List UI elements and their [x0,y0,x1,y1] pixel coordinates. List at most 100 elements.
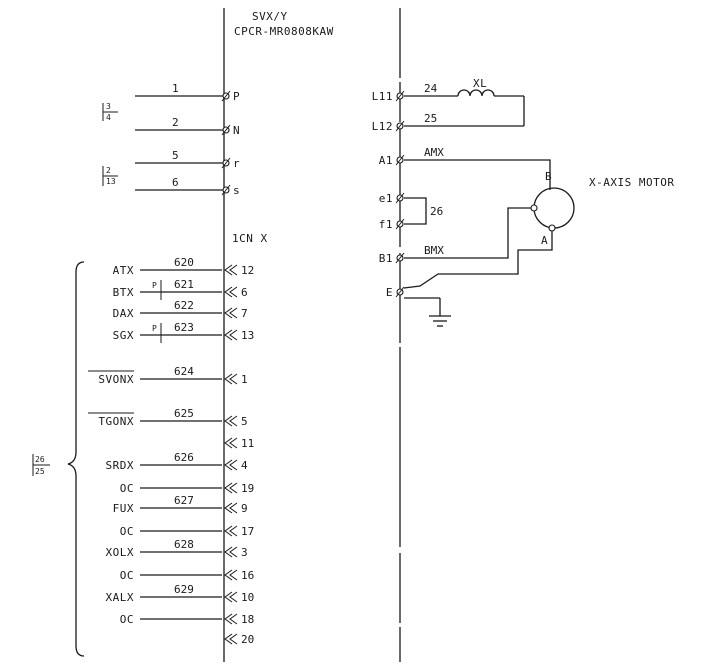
ref-mark-top-upper: 3 [106,102,111,111]
terminal-slash [395,192,405,204]
input-wire-number: 2 [172,116,179,129]
motor-label: X-AXIS MOTOR [589,176,674,189]
jumper-wire-number: 26 [430,205,443,218]
pin-chevron-icon [229,525,238,537]
pin-chevron-icon [224,459,233,471]
pin-number: 19 [241,482,254,495]
input-wire-number: 5 [172,149,179,162]
pin-chevron-icon [224,613,233,625]
pin-chevron-icon [229,307,238,319]
pin-chevron-icon [224,415,233,427]
pin-chevron-icon [224,329,233,341]
pin-chevron-icon [229,329,238,341]
pin-number: 17 [241,525,254,538]
pin-chevron-icon [229,613,238,625]
pin-chevron-icon [229,502,238,514]
unit-model-line1: SVX/Y [252,10,288,23]
pin-row-11: 11 [224,437,254,450]
motor-wire-b [404,207,534,259]
pin-number: 16 [241,569,254,582]
motor-terminal-a-label: A [541,234,548,247]
input-pin-label: N [233,124,240,137]
signal-label: OC [120,569,134,582]
pin-chevron-icon [224,482,233,494]
signal-label: SVONX [98,373,134,386]
terminal-wire-label: 24 [424,82,438,95]
signal-label: SGX [113,329,134,342]
ref-mark-connector-lower: 25 [35,467,45,476]
power-input-1: 1P [135,82,240,103]
pin-chevron-icon [229,459,238,471]
terminal-wire-label: BMX [424,244,444,257]
power-input-4: 6s [135,176,240,197]
signal-label: XALX [106,591,135,604]
connector-label: 1CN X [232,232,268,245]
pin-number: 3 [241,546,248,559]
pin-wire-number: 625 [174,407,194,420]
terminal-A1: A1 AMX [379,146,444,167]
pin-chevron-icon [229,633,238,645]
signal-label: ATX [113,264,134,277]
terminal-wire-label: 25 [424,112,437,125]
terminal-slash [221,157,231,169]
signal-label: TGONX [98,415,134,428]
pin-chevron-icon [224,591,233,603]
pin-number: 6 [241,286,248,299]
terminal-f1: f1 [379,218,405,231]
signal-label: OC [120,525,134,538]
pin-chevron-icon [229,373,238,385]
pin-wire-number: 624 [174,365,194,378]
input-pin-label: s [233,184,240,197]
jumper-e1-f1 [404,197,427,225]
pin-chevron-icon [224,502,233,514]
terminal-slash [221,124,231,136]
pin-number: 12 [241,264,254,277]
input-wire-number: 6 [172,176,179,189]
signal-label: XOLX [106,546,135,559]
terminal-label: E [386,286,393,299]
pin-number: 7 [241,307,248,320]
twisted-pair-mark: P [152,281,157,290]
terminal-wire-label: AMX [424,146,444,159]
pin-chevron-icon [224,307,233,319]
power-input-2: 2N [135,116,240,137]
input-pin-label: r [233,157,240,170]
terminal-slash [395,286,405,298]
signal-label: BTX [113,286,134,299]
pin-chevron-icon [224,569,233,581]
signal-label: DAX [113,307,134,320]
terminal-label: A1 [379,154,393,167]
pin-chevron-icon [224,633,233,645]
signal-label: SRDX [106,459,135,472]
input-wire-number: 1 [172,82,179,95]
pin-number: 20 [241,633,254,646]
reactor-label: XL [473,77,487,90]
pin-chevron-icon [224,373,233,385]
ref-mark-middle-upper: 2 [106,166,111,175]
ref-mark-connector-upper: 26 [35,455,45,464]
x-axis-motor [533,187,575,229]
ground-symbol [429,315,451,327]
terminal-slash [221,90,231,102]
terminal-label: L11 [372,90,393,103]
motor-terminal-dot-b [530,204,538,212]
motor-terminal-b-label: B [545,170,552,183]
pin-number: 11 [241,437,254,450]
connector-pins: ATX62012BTX621P6DAX6227SGX623P13SVONX624… [88,256,254,646]
pin-chevron-icon [224,437,233,449]
ref-mark-top-lower: 4 [106,113,111,122]
terminal-slash [395,90,405,102]
pin-chevron-icon [229,264,238,276]
